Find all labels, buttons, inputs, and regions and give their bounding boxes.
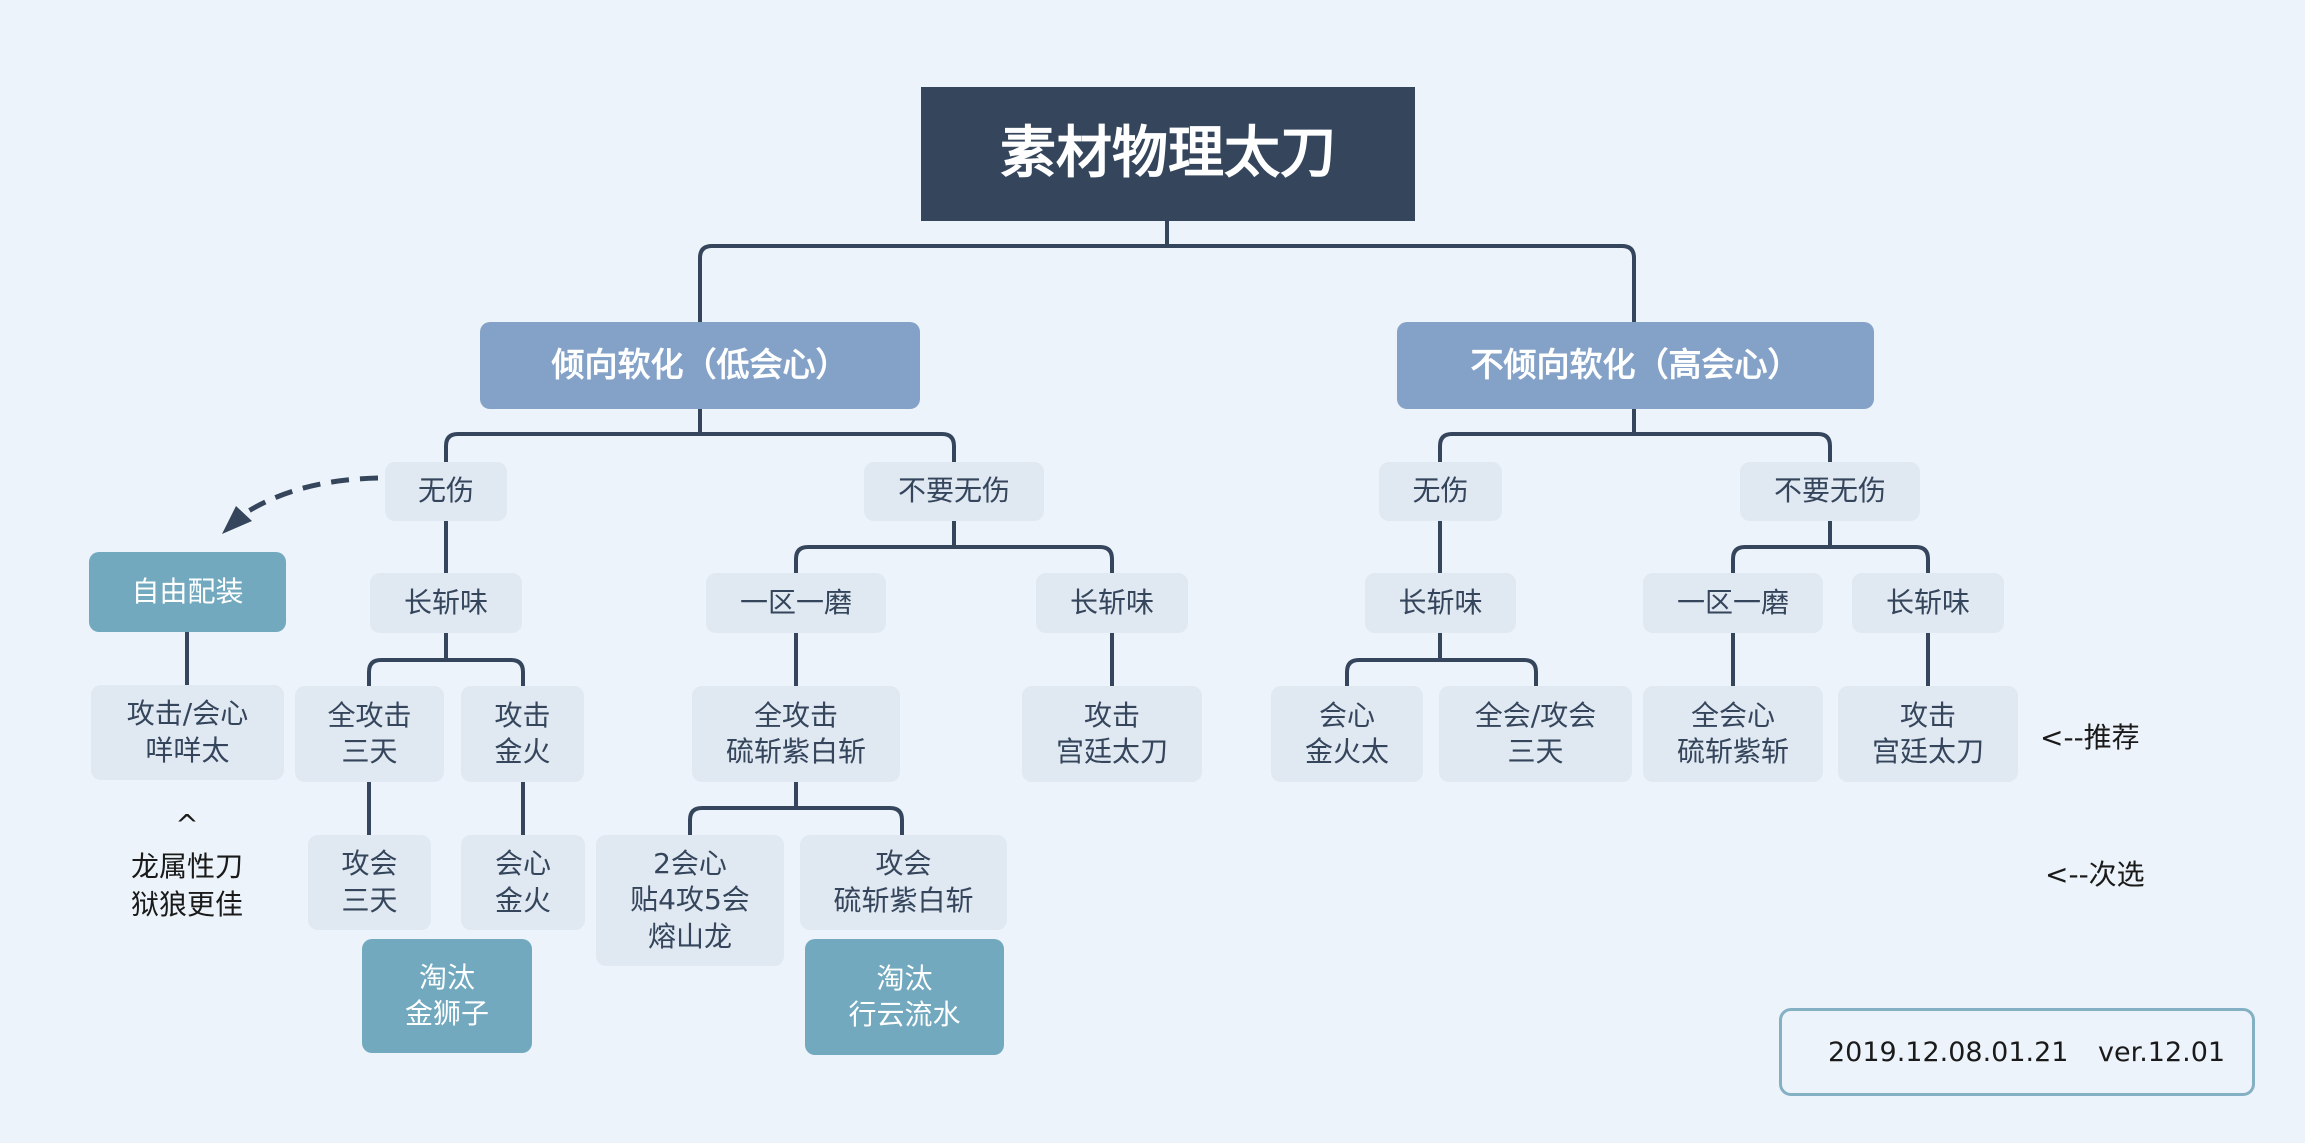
quan-gongji-santian: 全攻击 三天 (295, 686, 444, 782)
connector-left-buyao (794, 521, 1114, 573)
connector-right-branch (1438, 409, 1832, 462)
right-buyao: 不要无伤 (1740, 462, 1920, 521)
right-wushang: 无伤 (1379, 462, 1502, 521)
left-buyao: 不要无伤 (864, 462, 1044, 521)
note-text: 龙属性刀 狱狼更佳 (130, 850, 243, 921)
connector-quan-liuzhan (688, 782, 904, 835)
legend-recommend: <--推荐 (2040, 721, 2140, 755)
huixin-jinhuo: 会心 金火 (461, 835, 585, 930)
branch-left: 倾向软化（低会心） (480, 322, 920, 409)
left-zhangzhanwei-b: 长斩味 (1036, 573, 1188, 633)
ziyou-peizhuang: 自由配装 (89, 552, 286, 632)
gongji-jinhuo: 攻击 金火 (461, 686, 584, 782)
dashed-arrow-head (222, 506, 252, 534)
quanhui-gonghui-santian: 全会/攻会 三天 (1439, 686, 1632, 782)
gonghui-santian: 攻会 三天 (308, 835, 431, 930)
huixin-rongshanlong: 2会心 贴4攻5会 熔山龙 (596, 835, 784, 966)
left-wushang: 无伤 (385, 462, 507, 521)
stamp-version: ver.12.01 (2098, 1036, 2226, 1068)
root-node: 素材物理太刀 (921, 87, 1415, 221)
caret-mark: ^ (175, 808, 199, 842)
gongji-gongting-right: 攻击 宫廷太刀 (1838, 686, 2018, 782)
taotai-jinshizi: 淘汰 金狮子 (362, 939, 532, 1053)
right-yiqu-yimo: 一区一磨 (1643, 573, 1823, 633)
connector-right-buyao (1731, 521, 1930, 573)
ziyou-child: 攻击/会心 咩咩太 (91, 685, 284, 780)
dashed-arrow (233, 475, 379, 523)
huixin-jinhuotai: 会心 金火太 (1271, 686, 1423, 782)
right-zhangzhanwei-c: 长斩味 (1365, 573, 1516, 633)
legend-secondary: <--次选 (2045, 858, 2145, 892)
stamp-date: 2019.12.08.01.21 (1828, 1036, 2069, 1068)
right-zhangzhanwei-d: 长斩味 (1852, 573, 2004, 633)
quan-gongji-liuzhan: 全攻击 硫斩紫白斩 (692, 686, 900, 782)
left-yiqu-yimo: 一区一磨 (706, 573, 886, 633)
version-stamp: 2019.12.08.01.21 ver.12.01 (1779, 1008, 2255, 1096)
gonghui-liuzhan: 攻会 硫斩紫白斩 (800, 835, 1007, 930)
connector-left-branch (444, 409, 956, 462)
connector-zhang-c (1345, 633, 1538, 686)
branch-right: 不倾向软化（高会心） (1397, 322, 1874, 409)
connector-zhang-a (367, 633, 525, 686)
quan-huixin-liuzhan: 全会心 硫斩紫斩 (1643, 686, 1823, 782)
connector-root (698, 221, 1636, 322)
taotai-xingyunliushui: 淘汰 行云流水 (805, 939, 1004, 1055)
gongji-gongting-left: 攻击 宫廷太刀 (1022, 686, 1202, 782)
left-zhangzhanwei-a: 长斩味 (370, 573, 522, 633)
